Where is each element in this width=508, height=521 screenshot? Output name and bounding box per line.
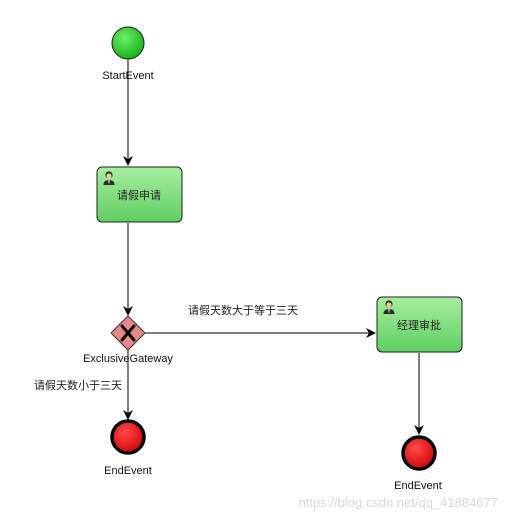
flow-label-manager: 请假天数大于等于三天 (188, 303, 298, 317)
end-event-left[interactable] (110, 419, 146, 455)
start-event[interactable] (111, 26, 145, 60)
end-event-right[interactable] (401, 435, 437, 471)
task-leave-label: 请假申请 (117, 188, 161, 202)
flow-label-end: 请假天数小于三天 (34, 378, 122, 392)
gateway-x-icon (120, 324, 136, 342)
gateway-label: ExclusiveGateway (83, 353, 173, 365)
end-event-left-label: EndEvent (104, 465, 152, 477)
task-manager-approval[interactable]: 经理审批 (376, 296, 463, 353)
end-event-right-label: EndEvent (394, 480, 442, 492)
watermark: https://blog.csdn.net/qq_41884677 (299, 495, 499, 510)
start-event-label: StartEvent (102, 70, 153, 82)
task-manager-label: 经理审批 (397, 318, 441, 332)
task-leave-request[interactable]: 请假申请 (96, 166, 183, 223)
exclusive-gateway[interactable] (110, 315, 146, 351)
